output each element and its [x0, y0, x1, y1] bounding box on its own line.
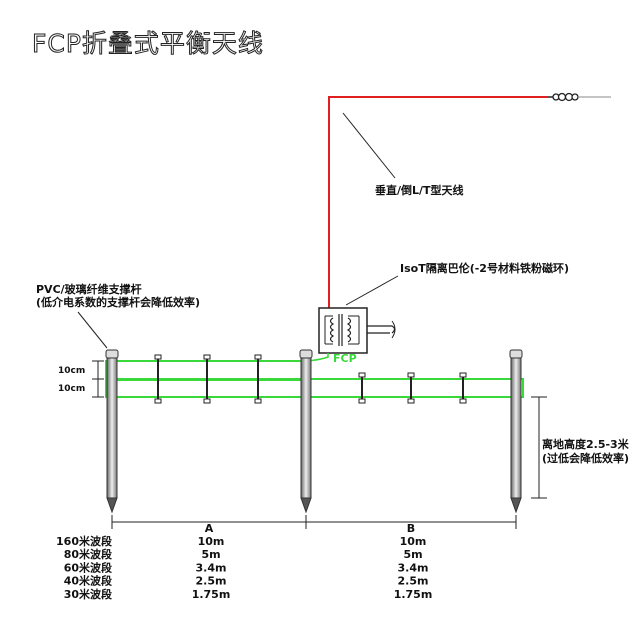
dim-a-label: A: [205, 522, 214, 535]
band-length-a: 5m: [201, 548, 220, 561]
balun-pointer: [345, 275, 399, 306]
height-label-2: (过低会降低效率): [542, 451, 629, 465]
spreader: [358, 372, 366, 404]
band-name: 60米波段: [64, 560, 112, 574]
band-length-table: 160米波段 10m 10m 80米波段 5m 5m 60米波段 3.4m 3.4m 40米波段 2…: [56, 534, 432, 601]
page-title: FCP折叠式平衡天线: [32, 29, 264, 59]
band-length-a: 3.4m: [196, 561, 227, 574]
band-length-b: 1.75m: [394, 588, 433, 601]
spreader: [254, 354, 262, 404]
spreader: [407, 372, 415, 404]
support-pole-label-1: PVC/玻璃纤维支撑杆: [36, 282, 142, 296]
spacing-top-label: 10cm: [58, 366, 85, 376]
band-length-b: 5m: [403, 548, 422, 561]
spreader: [154, 354, 162, 404]
band-name: 160米波段: [56, 534, 112, 548]
spacing-bottom-label: 10cm: [58, 384, 85, 394]
vertical-antenna-label: 垂直/倒L/T型天线: [375, 183, 464, 197]
support-pole: [105, 349, 119, 514]
height-dimension: [531, 396, 547, 499]
vertical-antenna-wire: [328, 96, 548, 317]
band-length-a: 10m: [198, 535, 225, 548]
support-pole: [509, 349, 523, 514]
isolation-balun: [318, 307, 368, 354]
band-name: 40米波段: [64, 574, 112, 588]
spreader: [203, 354, 211, 404]
band-length-b: 10m: [400, 535, 427, 548]
band-length-b: 2.5m: [398, 575, 429, 588]
band-length-b: 3.4m: [398, 561, 429, 574]
support-pole-label-2: (低介电系数的支撑杆会降低效率): [36, 295, 200, 309]
dim-b-label: B: [407, 522, 415, 535]
band-name: 30米波段: [64, 587, 112, 601]
length-dimension: [111, 515, 517, 529]
band-length-a: 1.75m: [192, 588, 231, 601]
band-length-a: 2.5m: [196, 575, 227, 588]
support-pole-pointer: [77, 311, 108, 349]
fcp-label: FCP: [333, 352, 357, 365]
band-name: 80米波段: [64, 547, 112, 561]
spreader: [459, 372, 467, 404]
vertical-antenna-pointer: [342, 112, 396, 179]
end-insulator: [548, 92, 611, 102]
feed-coax: [367, 320, 396, 339]
balun-label: IsoT隔离巴伦(-2号材料铁粉磁环): [400, 261, 569, 275]
spacing-dimension: [92, 360, 104, 398]
support-pole: [299, 349, 313, 514]
height-label-1: 离地高度2.5-3米: [542, 437, 630, 451]
fcp-conductor-b: [105, 378, 524, 398]
